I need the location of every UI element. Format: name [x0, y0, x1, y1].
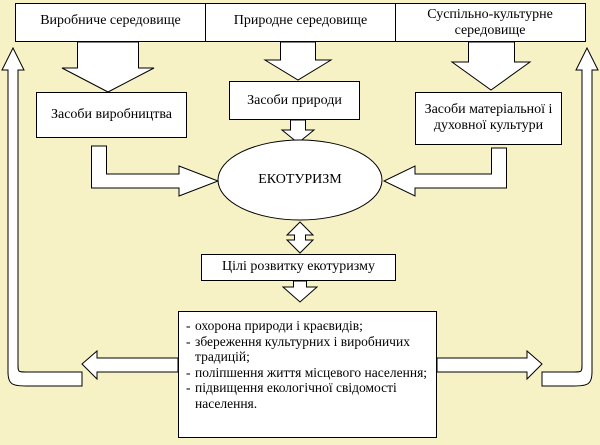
natural-down-arrow: [263, 41, 333, 81]
production-to-ecotourism-arrow: [91, 145, 220, 197]
production-means-label: Засоби виробництва: [50, 107, 173, 122]
sociocultural-down-arrow: [450, 41, 532, 91]
goal-item: поліпшення життя місцевого населення;: [186, 365, 430, 381]
ecotourism-label: ЕКОТУРИЗМ: [258, 172, 342, 187]
nature-means-label: Засоби природи: [247, 93, 342, 108]
nature-to-ecotourism-arrow: [280, 119, 316, 144]
goal-item: охорона природи і краєвидів;: [186, 318, 430, 334]
goal-item: збереження культурних і виробничих тради…: [186, 334, 430, 365]
goal-item: підвищення екологічної свідомості населе…: [186, 380, 430, 411]
culture-to-ecotourism-arrow: [382, 147, 507, 197]
production-means-box: [36, 92, 187, 138]
goals-title-box: [201, 254, 396, 281]
goals-down-arrow: [281, 280, 319, 303]
production-down-arrow: [61, 41, 155, 93]
right-feedback-loop-arrow: [541, 46, 599, 387]
natural-environment-box: [205, 3, 396, 42]
production-environment-box: [15, 3, 206, 42]
left-feedback-loop-arrow: [1, 46, 83, 387]
nature-means-box: [229, 81, 360, 120]
ecotourism-goals-double-arrow: [285, 221, 315, 254]
goals-title-label: Цілі розвитку екотуризму: [222, 259, 375, 274]
natural-environment-label: Природне середовище: [233, 13, 368, 28]
goals-list: охорона природи і краєвидів; збереження …: [186, 318, 430, 411]
culture-means-box: [415, 92, 562, 145]
right-outward-arrow: [436, 349, 543, 381]
ecotourism-ellipse: [217, 139, 383, 221]
sociocultural-environment-label: Суспільно-культурне середовище: [427, 7, 553, 38]
left-outward-arrow: [81, 349, 179, 381]
culture-means-label: Засоби матеріальної і духовної культури: [424, 102, 553, 133]
production-environment-label: Виробниче середовище: [40, 13, 181, 28]
sociocultural-environment-box: [395, 3, 586, 42]
